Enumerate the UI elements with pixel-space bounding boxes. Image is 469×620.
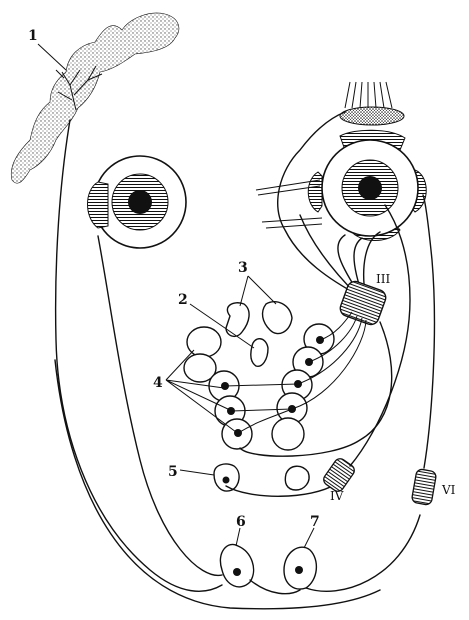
label-3: 3 bbox=[238, 260, 248, 276]
right-eyeball bbox=[256, 82, 426, 241]
accessory-nuclei bbox=[226, 302, 292, 367]
labels: 1 3 2 4 5 6 7 III IV VI bbox=[28, 28, 456, 530]
label-1: 1 bbox=[28, 28, 38, 44]
label-iv: IV bbox=[330, 489, 344, 503]
oculomotor-nuclei-right bbox=[272, 324, 334, 450]
left-eyeball bbox=[88, 156, 187, 248]
label-6: 6 bbox=[236, 514, 246, 530]
label-iii: III bbox=[376, 272, 390, 286]
nerve-vi-segment bbox=[411, 469, 437, 506]
label-5: 5 bbox=[168, 464, 178, 480]
label-vi: VI bbox=[441, 483, 456, 497]
nerve-iii-segment bbox=[338, 279, 388, 327]
lower-nuclei bbox=[220, 544, 316, 589]
label-7: 7 bbox=[310, 514, 320, 530]
label-2: 2 bbox=[178, 292, 188, 308]
label-4: 4 bbox=[153, 375, 163, 391]
